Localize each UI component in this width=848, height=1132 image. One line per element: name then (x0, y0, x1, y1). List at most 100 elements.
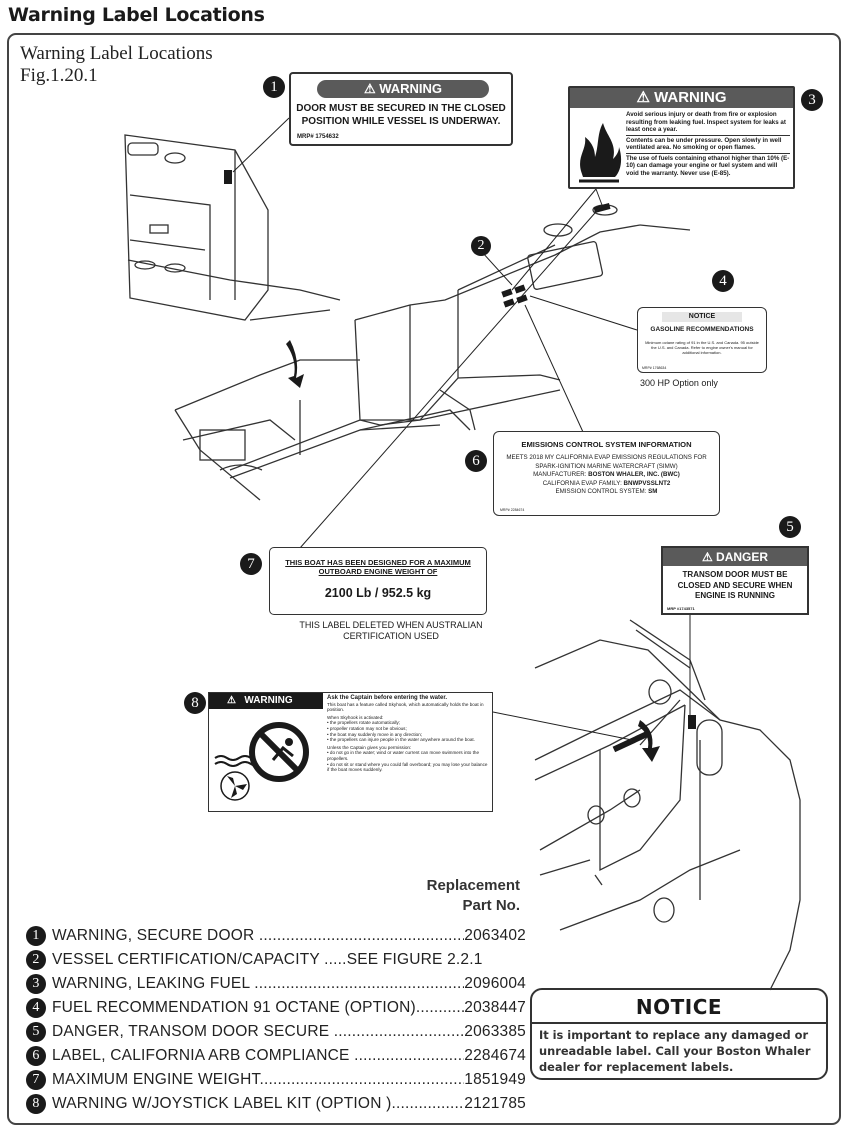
label-8-skyhook-warning: ⚠ WARNING Ask the Captain before enterin… (208, 692, 493, 812)
part-number-badge: 2 (26, 950, 46, 970)
part-row: 1 WARNING, SECURE DOOR .................… (26, 924, 526, 948)
part-table-header: Replacement Part No. (380, 876, 520, 916)
part-number: 2284674 (464, 1047, 526, 1064)
label-5-transom-danger: ⚠ DANGER TRANSOM DOOR MUST BE CLOSED AND… (661, 546, 809, 615)
part-row: 8 WARNING W/JOYSTICK LABEL KIT (OPTION )… (26, 1092, 526, 1116)
label-1-header-text: WARNING (379, 81, 443, 96)
part-description: MAXIMUM ENGINE WEIGHT...................… (52, 1071, 465, 1088)
label-6-emissions: EMISSIONS CONTROL SYSTEM INFORMATION MEE… (493, 431, 720, 516)
label-8-bullet: • do not sit or stand where you could fa… (327, 761, 488, 773)
warning-triangle-icon: ⚠ (363, 81, 376, 96)
label-6-system-row: EMISSION CONTROL SYSTEM: SM (498, 488, 715, 497)
label-4-text: Minimum octane rating of 91 in the U.S. … (645, 340, 759, 355)
part-header-line1: Replacement (426, 877, 520, 894)
label-6-manufacturer-label: MANUFACTURER: (533, 471, 587, 478)
label-8-body: Ask the Captain before entering the wate… (327, 695, 489, 773)
label-1-text: DOOR MUST BE SECURED IN THE CLOSED POSIT… (296, 103, 506, 127)
part-number: 2063402 (464, 927, 526, 944)
label-4-mrp: MRP# 1768634 (642, 366, 667, 370)
label-3-header: ⚠ WARNING (570, 88, 793, 108)
part-row: 2 VESSEL CERTIFICATION/CAPACITY ..... SE… (26, 948, 526, 972)
figure-title: Warning Label Locations (20, 43, 213, 64)
part-number-badge: 6 (26, 1046, 46, 1066)
label-8-when: When Skyhook is activated: (327, 714, 384, 720)
part-number: 2038447 (464, 999, 526, 1016)
part-number-badge: 5 (26, 1022, 46, 1042)
label-5-header-text: DANGER (716, 550, 769, 564)
warning-triangle-icon: ⚠ (636, 89, 650, 106)
part-row: 3 WARNING, LEAKING FUEL ................… (26, 972, 526, 996)
label-6-manufacturer: BOSTON WHALER, INC. (BWC) (588, 471, 680, 478)
label-4-gasoline-recommendation: NOTICE GASOLINE RECOMMENDATIONS Minimum … (637, 307, 767, 373)
part-description-text: MAXIMUM ENGINE WEIGHT (52, 1071, 260, 1088)
label-4-option-note: 300 HP Option only (640, 378, 718, 388)
label-6-manufacturer-row: MANUFACTURER: BOSTON WHALER, INC. (BWC) (498, 471, 715, 480)
part-row: 5 DANGER, TRANSOM DOOR SECURE ..........… (26, 1020, 526, 1044)
label-8-bullet: • the propellers rotate automatically; (327, 720, 401, 726)
callout-2: 2 (471, 236, 491, 256)
label-5-header: ⚠ DANGER (663, 548, 807, 566)
label-6-family-label: CALIFORNIA EVAP FAMILY: (542, 479, 622, 487)
label-7-weight: 2100 Lb / 952.5 kg (324, 586, 432, 600)
label-8-bullet: • propeller rotation may not be obvious; (327, 725, 407, 731)
warning-triangle-icon: ⚠ (701, 550, 713, 564)
part-description: WARNING W/JOYSTICK LABEL KIT (OPTION )..… (52, 1095, 464, 1112)
callout-6: 6 (465, 450, 487, 472)
label-6-mrp: MRP# 2284674 (500, 508, 525, 512)
part-description: WARNING, LEAKING FUEL ..................… (52, 975, 464, 992)
label-6-family-row: CALIFORNIA EVAP FAMILY: BNWPVSSLNT2 (498, 480, 715, 489)
callout-8: 8 (184, 692, 206, 714)
label-8-header: ⚠ WARNING (209, 693, 323, 709)
callout-4: 4 (712, 270, 734, 292)
label-4-header: NOTICE (662, 312, 742, 322)
part-description-text: DANGER, TRANSOM DOOR SECURE (52, 1023, 330, 1040)
label-6-system: SM (648, 488, 658, 495)
label-4-title: GASOLINE RECOMMENDATIONS (650, 326, 754, 333)
part-number-badge: 7 (26, 1070, 46, 1090)
callout-3: 3 (801, 89, 823, 111)
label-8-bullet-text: the propellers can injure people in the … (329, 737, 475, 743)
label-8-bullet: • the boat may suddenly move in any dire… (327, 731, 423, 737)
no-swimming-propeller-icon (214, 722, 309, 801)
part-description: FUEL RECOMMENDATION 91 OCTANE (OPTION)..… (52, 999, 465, 1016)
label-8-bullet-text: the propellers rotate automatically; (329, 720, 401, 726)
part-number: 2063385 (464, 1023, 526, 1040)
label-8-bullet-text: do not go in the water; wind or water cu… (327, 750, 479, 761)
page-heading: Warning Label Locations (8, 4, 265, 26)
label-8-bullet: • the propellers can injure people in th… (327, 737, 475, 743)
label-8-bullet-text: propeller rotation may not be obvious; (329, 725, 407, 731)
label-1-header: ⚠ WARNING (317, 80, 489, 98)
callout-7: 7 (240, 553, 262, 575)
part-number: 1851949 (464, 1071, 526, 1088)
label-1-mrp: MRP# 1754632 (297, 134, 339, 140)
label-8-header-text: WARNING (244, 695, 293, 706)
label-7-text: THIS BOAT HAS BEEN DESIGNED FOR A MAXIMU… (285, 558, 471, 576)
part-number-badge: 4 (26, 998, 46, 1018)
label-6-line1: MEETS 2018 MY CALIFORNIA EVAP EMISSIONS … (506, 454, 707, 470)
figure-frame (7, 33, 841, 1125)
notice-title: NOTICE (635, 995, 723, 1019)
label-7-max-engine-weight: THIS BOAT HAS BEEN DESIGNED FOR A MAXIMU… (269, 547, 487, 615)
part-number-badge: 8 (26, 1094, 46, 1114)
label-3-leaking-fuel: ⚠ WARNING Avoid serious injury or death … (568, 86, 795, 189)
part-description-text: FUEL RECOMMENDATION 91 OCTANE (OPTION) (52, 999, 416, 1016)
part-description-text: WARNING, LEAKING FUEL (52, 975, 250, 992)
part-description-text: WARNING, SECURE DOOR (52, 927, 255, 944)
part-row: 4 FUEL RECOMMENDATION 91 OCTANE (OPTION)… (26, 996, 526, 1020)
part-number: 2121785 (464, 1095, 526, 1112)
notice-box: NOTICE It is important to replace any da… (530, 988, 828, 1080)
part-description: LABEL, CALIFORNIA ARB COMPLIANCE .......… (52, 1047, 464, 1064)
label-3-paragraph: Contents can be under pressure. Open slo… (626, 136, 790, 154)
label-3-body: Avoid serious injury or death from fire … (626, 110, 790, 178)
label-8-title: Ask the Captain before entering the wate… (327, 695, 448, 701)
label-1-secure-door: ⚠ WARNING DOOR MUST BE SECURED IN THE CL… (289, 72, 513, 146)
parts-list: 1 WARNING, SECURE DOOR .................… (26, 924, 526, 1116)
label-8-bullet-text: do not sit or stand where you could fall… (327, 761, 488, 773)
callout-1: 1 (263, 76, 285, 98)
label-6-family: BNWPVSSLNT2 (623, 479, 671, 487)
label-3-paragraph: The use of fuels containing ethanol high… (626, 154, 790, 177)
notice-text: It is important to replace any damaged o… (539, 1028, 811, 1074)
part-number-badge: 1 (26, 926, 46, 946)
part-description: DANGER, TRANSOM DOOR SECURE ............… (52, 1023, 465, 1040)
part-header-line2: Part No. (462, 897, 520, 914)
